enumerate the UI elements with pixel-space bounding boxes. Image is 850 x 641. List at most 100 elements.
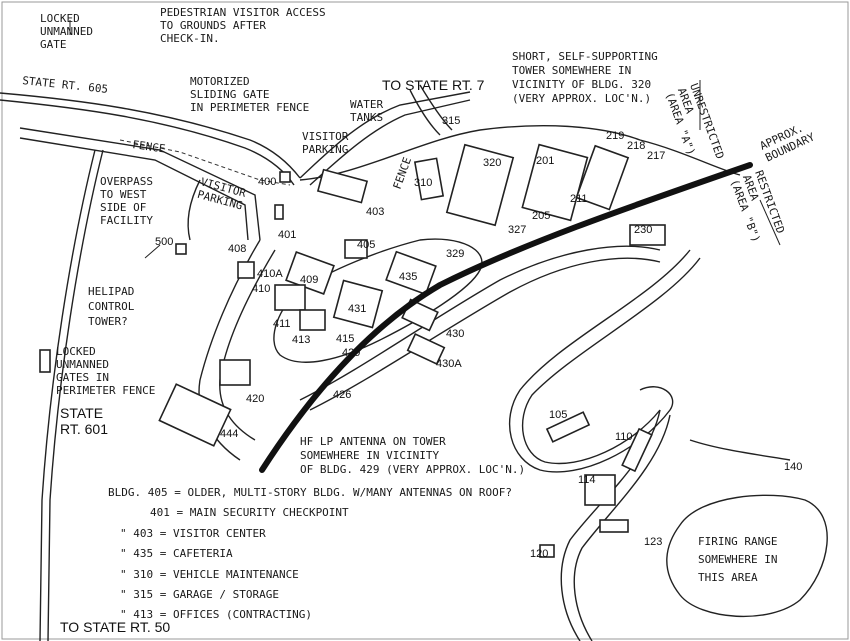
arrow-helipad xyxy=(144,244,161,259)
road-campus-north xyxy=(299,125,741,181)
building-shape-310 xyxy=(413,157,445,201)
note-overpass: OVERPASS TO WEST SIDE OF FACILITY xyxy=(100,175,160,227)
road-140 xyxy=(689,439,791,461)
building-label-320: 320 xyxy=(483,157,501,169)
building-shape-410 xyxy=(274,284,306,311)
note-visitor-parking-1: VISITOR PARKING xyxy=(302,130,355,156)
building-shape-401 xyxy=(274,204,284,220)
label-fence: FENCE xyxy=(132,138,167,155)
firing-range-outline xyxy=(666,494,828,618)
building-label-430a: 430A xyxy=(436,358,462,370)
building-label-217: 217 xyxy=(647,150,665,162)
road-rt7-b xyxy=(309,99,471,186)
road-campus-south xyxy=(299,245,661,401)
building-label-435: 435 xyxy=(399,271,417,283)
building-labels: 400 401 403 405 408 409 410 410A 411 413… xyxy=(155,115,802,560)
legend-line: " 413 = OFFICES (CONTRACTING) xyxy=(120,608,312,621)
note-helipad: HELIPAD CONTROL TOWER? xyxy=(88,285,141,328)
legend-line: BLDG. 405 = OLDER, MULTI-STORY BLDG. W/M… xyxy=(108,486,512,499)
building-shape-435 xyxy=(385,250,437,296)
building-label-140: 140 xyxy=(784,461,802,473)
building-label-429: 429 xyxy=(342,347,360,359)
building-shape-110 xyxy=(621,427,653,473)
label-to-state-rt-50: TO STATE RT. 50 xyxy=(60,619,170,635)
road-rt605-a xyxy=(0,92,301,179)
building-label-315: 315 xyxy=(442,115,460,127)
building-shape-123 xyxy=(599,519,629,533)
legend-line: " 403 = VISITOR CENTER xyxy=(120,527,266,540)
road-campus-south-b xyxy=(309,257,661,411)
road-rt601-a xyxy=(39,149,96,641)
building-label-403: 403 xyxy=(366,206,384,218)
building-shape-403 xyxy=(316,168,369,204)
building-label-105: 105 xyxy=(549,409,567,421)
building-label-201: 201 xyxy=(536,155,554,167)
building-label-410: 410 xyxy=(252,283,270,295)
road-west-b xyxy=(19,137,249,241)
label-state-rt-601: STATE RT. 601 xyxy=(60,405,108,437)
building-label-431: 431 xyxy=(348,303,366,315)
building-label-444: 444 xyxy=(220,428,238,440)
building-label-310: 310 xyxy=(414,177,432,189)
building-shape-444 xyxy=(158,383,232,447)
legend-line: " 315 = GARAGE / STORAGE xyxy=(120,588,279,601)
road-rt601-b xyxy=(47,149,104,641)
building-shape-105 xyxy=(545,411,591,443)
building-label-401: 401 xyxy=(278,229,296,241)
building-shape-230 xyxy=(629,224,666,246)
building-shape-405 xyxy=(344,239,368,259)
road-to-315 xyxy=(409,89,441,136)
building-shape-431 xyxy=(332,279,384,329)
building-label-120: 120 xyxy=(530,548,548,560)
building-label-211: 211 xyxy=(570,193,588,205)
building-shape-400 xyxy=(279,171,291,183)
building-shape-411 xyxy=(299,309,326,331)
road-to-315-b xyxy=(419,84,453,131)
road-south-b xyxy=(573,414,671,641)
building-label-329: 329 xyxy=(446,248,464,260)
note-pedestrian: PEDESTRIAN VISITOR ACCESS TO GROUNDS AFT… xyxy=(160,6,332,45)
building-shape-120 xyxy=(539,544,555,558)
legend-line: 401 = MAIN SECURITY CHECKPOINT xyxy=(150,506,349,519)
building-label-410a: 410A xyxy=(257,268,283,280)
building-label-123: 123 xyxy=(644,536,662,548)
legend-line: " 435 = CAFETERIA xyxy=(120,547,233,560)
buildings xyxy=(39,143,666,558)
building-shape-320 xyxy=(445,143,515,227)
road-southeast-b xyxy=(521,257,701,465)
building-shape-430a xyxy=(406,333,446,365)
note-motorized-gate: MOTORIZED SLIDING GATE IN PERIMETER FENC… xyxy=(190,75,309,114)
building-label-426: 426 xyxy=(333,389,351,401)
road-inner-loop xyxy=(273,238,483,363)
building-label-218: 218 xyxy=(627,140,645,152)
legend-line: " 310 = VEHICLE MAINTENANCE xyxy=(120,568,299,581)
building-shape-211 xyxy=(575,144,630,211)
label-to-state-rt-7: TO STATE RT. 7 xyxy=(382,77,485,93)
building-label-500: 500 xyxy=(155,236,173,248)
note-hf-antenna: HF LP ANTENNA ON TOWER SOMEWHERE IN VICI… xyxy=(300,435,525,476)
roads xyxy=(0,84,791,641)
building-label-230: 230 xyxy=(634,224,652,236)
building-label-205: 205 xyxy=(532,210,550,222)
road-southeast-a xyxy=(508,249,691,473)
road-west-a xyxy=(19,127,261,241)
arrow-restricted xyxy=(759,199,781,246)
building-shape-gate-sw xyxy=(39,349,51,373)
building-shape-500 xyxy=(175,243,187,255)
building-label-327: 327 xyxy=(508,224,526,236)
building-label-408: 408 xyxy=(228,243,246,255)
note-locked-gates-sw: LOCKED UNMANNED GATES IN PERIMETER FENCE xyxy=(56,345,155,397)
note-water-tanks: WATER TANKS xyxy=(350,98,390,124)
road-rt605-b xyxy=(0,99,295,186)
building-label-430: 430 xyxy=(446,328,464,340)
note-tower-320: SHORT, SELF-SUPPORTING TOWER SOMEWHERE I… xyxy=(512,50,664,105)
note-locked-gate-nw: LOCKED UNMANNED GATE xyxy=(40,12,100,51)
building-label-110: 110 xyxy=(615,431,633,443)
building-shape-420 xyxy=(219,359,251,386)
building-label-409: 409 xyxy=(300,274,318,286)
building-label-405: 405 xyxy=(357,239,375,251)
road-overpass xyxy=(187,179,201,241)
building-label-415: 415 xyxy=(336,333,354,345)
fence-line xyxy=(119,139,291,186)
